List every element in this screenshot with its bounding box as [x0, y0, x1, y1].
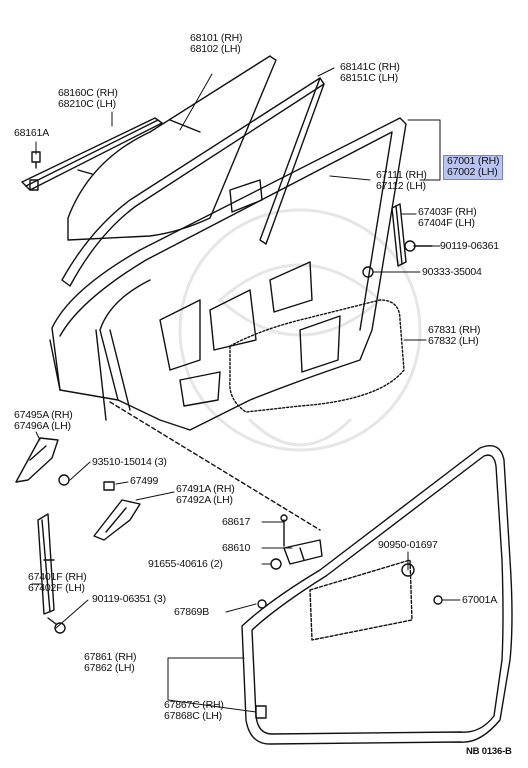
label-67867c: 67867C (RH) 67868C (LH)	[164, 699, 224, 722]
label-90950-01697: 90950-01697	[378, 539, 438, 551]
label-68141c: 68141C (RH) 68151C (LH)	[340, 61, 400, 84]
diagram-code: NB 0136-B	[466, 746, 512, 757]
glass-channel-67403f	[391, 203, 407, 267]
run-channel-68141c	[61, 77, 325, 287]
door-glass-68101	[67, 55, 277, 241]
cover-67491a	[93, 499, 141, 541]
pin-68617	[280, 514, 288, 547]
label-93510-15014: 93510-15014 (3)	[92, 456, 167, 468]
belt-moulding-68160c	[21, 117, 163, 191]
bolt-91655-40616	[270, 558, 282, 570]
cover-67495a	[15, 437, 59, 483]
channel-67401f	[37, 513, 55, 615]
label-67491a: 67491A (RH) 67492A (LH)	[176, 483, 235, 506]
label-68160c: 68160C (RH) 68210C (LH)	[58, 87, 118, 110]
door-panel-67001	[49, 117, 407, 431]
label-67831: 67831 (RH) 67832 (LH)	[428, 324, 481, 347]
label-67869b: 67869B	[174, 606, 210, 618]
weatherstrip-67861	[241, 445, 513, 745]
label-68617: 68617	[222, 516, 251, 528]
label-67001: 67001 (RH) 67002 (LH)	[443, 155, 504, 180]
dashed-leader	[109, 401, 321, 531]
clip-68161a	[31, 151, 41, 169]
clip-67867c	[255, 705, 267, 719]
label-67495a: 67495A (RH) 67496A (LH)	[14, 409, 73, 432]
label-67861: 67861 (RH) 67862 (LH)	[84, 651, 137, 674]
plug-90333-35004	[362, 266, 374, 278]
leader-lines	[31, 67, 461, 713]
service-hole-cover-67831	[229, 299, 405, 413]
label-67001a: 67001A	[462, 594, 498, 606]
clip-67499	[103, 481, 115, 491]
label-90119-06361: 90119-06361	[440, 240, 499, 252]
label-68101: 68101 (RH) 68102 (LH)	[190, 32, 243, 55]
clip-67869b	[257, 599, 267, 609]
label-68610: 68610	[222, 542, 251, 554]
label-90333-35004: 90333-35004	[422, 266, 482, 278]
label-67111: 67111 (RH) 67112 (LH)	[376, 169, 427, 192]
hinge-68610	[283, 539, 323, 565]
bolt-90119-06361	[404, 240, 433, 252]
label-91655-40616: 91655-40616 (2)	[148, 558, 223, 570]
screw-93510-15014	[58, 474, 70, 486]
inner-panel-openings	[159, 261, 341, 407]
label-67401f: 67401F (RH) 67402F (LH)	[28, 571, 87, 594]
label-67403f: 67403F (RH) 67404F (LH)	[418, 206, 477, 229]
bolt-90119-06351	[47, 617, 66, 634]
clip-67001a	[433, 595, 443, 605]
label-90119-06351: 90119-06351 (3)	[92, 593, 166, 605]
label-68161a: 68161A	[14, 127, 50, 139]
label-67499: 67499	[130, 475, 159, 487]
